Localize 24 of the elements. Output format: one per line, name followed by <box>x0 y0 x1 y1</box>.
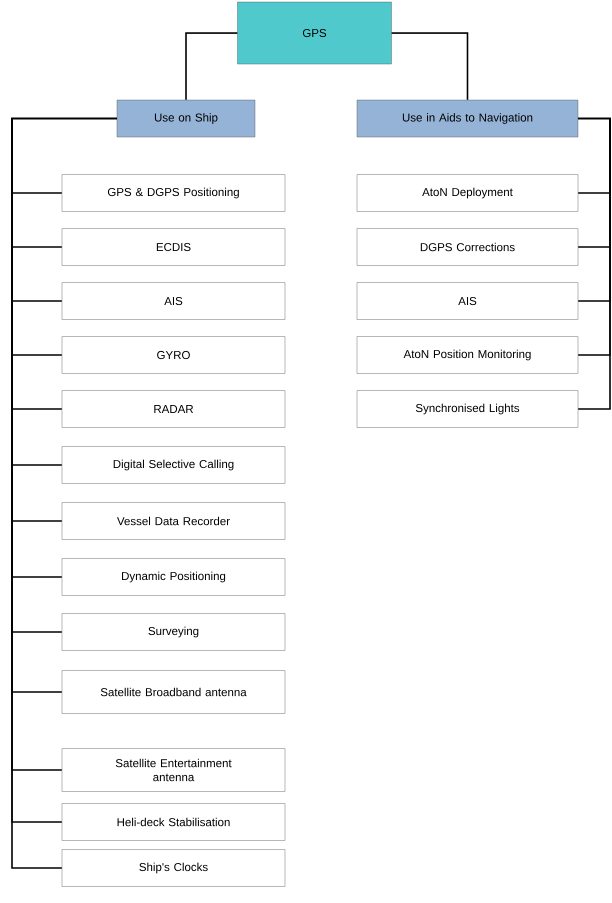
root-box: GPS <box>237 2 392 64</box>
connector-line <box>578 118 611 410</box>
item-box: Digital Selective Calling <box>62 446 286 484</box>
category-box: Use in Aids to Navigation <box>356 100 578 138</box>
item-box: Satellite Entertainment antenna <box>62 748 286 792</box>
connector-line <box>185 32 238 100</box>
item-box: RADAR <box>62 390 286 428</box>
item-box: Ship's Clocks <box>62 849 286 887</box>
item-box: Surveying <box>62 613 286 651</box>
item-box: Vessel Data Recorder <box>62 502 286 540</box>
item-box: Satellite Broadband antenna <box>62 670 286 714</box>
item-box: AtoN Position Monitoring <box>356 336 578 374</box>
item-box: GYRO <box>62 336 286 374</box>
item-box: Synchronised Lights <box>356 390 578 428</box>
item-box: AIS <box>356 282 578 320</box>
item-box: Heli-deck Stabilisation <box>62 803 286 841</box>
item-box: DGPS Corrections <box>356 228 578 266</box>
item-box: AtoN Deployment <box>356 174 578 212</box>
item-box: Dynamic Positioning <box>62 558 286 596</box>
connector-line <box>392 32 468 100</box>
category-box: Use on Ship <box>116 100 256 138</box>
item-box: GPS & DGPS Positioning <box>62 174 286 212</box>
item-box: ECDIS <box>62 228 286 266</box>
item-box: AIS <box>62 282 286 320</box>
